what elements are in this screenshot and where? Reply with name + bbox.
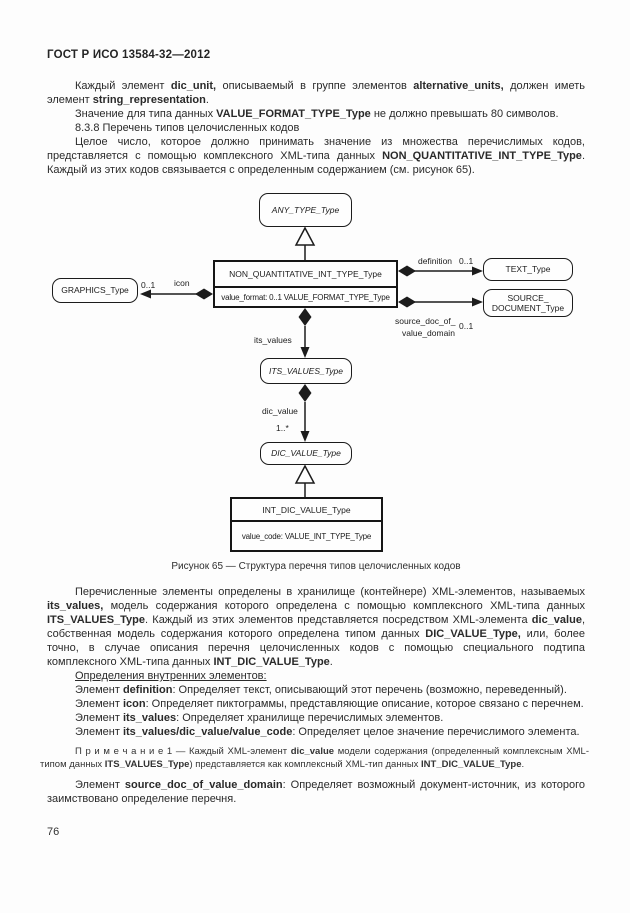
class-title: INT_DIC_VALUE_Type [232, 499, 381, 522]
edge-label-dic-value: dic_value [262, 406, 298, 416]
document-title: ГОСТ Р ИСО 13584-32—2012 [47, 49, 211, 61]
edge-label-source-doc-line1: source_doc_of_ [395, 316, 456, 326]
its-values-diamond [298, 308, 312, 326]
edge-label-dic-value-multiplicity: 1..* [276, 423, 289, 433]
edge-label-definition: definition [418, 256, 453, 266]
edge-label-icon: icon [174, 278, 190, 288]
section-heading-8-3-8: 8.3.8 Перечень типов целочисленных кодов [75, 122, 300, 134]
dic-value-arrowhead [300, 431, 310, 442]
paragraph: Элемент icon: Определяет пиктограммы, пр… [75, 698, 584, 710]
paragraph: Элемент its_values/dic_value/value_code:… [75, 726, 580, 738]
node-text-type: TEXT_Type [483, 258, 573, 281]
paragraph: Перечисленные элементы определены в хран… [47, 586, 585, 668]
node-int-dic-value-type: INT_DIC_VALUE_Type value_code: VALUE_INT… [230, 497, 383, 552]
node-dic-value-type: DIC_VALUE_Type [260, 442, 352, 465]
node-label-line: DOCUMENT_Type [491, 303, 565, 313]
edge-label-its-values: its_values [254, 335, 292, 345]
definitions-heading: Определения внутренних элементов: [75, 670, 267, 682]
class-title: NON_QUANTITATIVE_INT_TYPE_Type [215, 262, 396, 288]
dic-value-diamond [298, 384, 312, 402]
node-source-document-type: SOURCE_ DOCUMENT_Type [483, 289, 573, 317]
definition-arrowhead [472, 266, 483, 276]
paragraph: Элемент definition: Определяет текст, оп… [75, 684, 567, 696]
icon-arrowhead [140, 289, 151, 299]
node-non-quantitative-int-type: NON_QUANTITATIVE_INT_TYPE_Type value_for… [213, 260, 398, 308]
class-attribute: value_code: VALUE_INT_TYPE_Type [241, 531, 372, 541]
definition-diamond [398, 265, 416, 277]
figure-caption: Рисунок 65 — Структура перечня типов цел… [171, 561, 461, 572]
edge-label-source-doc-line2: value_domain [402, 328, 455, 338]
page-number: 76 [47, 826, 60, 838]
class-attribute: value_format: 0..1 VALUE_FORMAT_TYPE_Typ… [221, 292, 390, 302]
icon-diamond [195, 288, 213, 300]
figure-65-diagram: ANY_TYPE_Type NON_QUANTITATIVE_INT_TYPE_… [0, 185, 630, 555]
generalization-triangle-any-type [294, 226, 316, 246]
paragraph: Элемент source_doc_of_value_domain: Опре… [47, 779, 585, 805]
paragraph: Значение для типа данных VALUE_FORMAT_TY… [75, 108, 559, 120]
source-doc-arrowhead [472, 297, 483, 307]
node-any-type: ANY_TYPE_Type [259, 193, 352, 227]
source-doc-diamond [398, 296, 416, 308]
edge-label-source-multiplicity: 0..1 [459, 321, 474, 331]
generalization-triangle-dic-value [294, 464, 316, 484]
node-graphics-type: GRAPHICS_Type [52, 278, 138, 303]
edge-label-icon-multiplicity: 0..1 [141, 280, 156, 290]
its-values-arrowhead [300, 347, 310, 358]
paragraph: Элемент its_values: Определяет хранилище… [75, 712, 444, 724]
note-paragraph: П р и м е ч а н и е 1 — Каждый XML-элеме… [40, 746, 589, 770]
paragraph: Целое число, которое должно принимать зн… [47, 136, 585, 176]
node-label-line: SOURCE_ [507, 292, 549, 303]
edge-label-definition-multiplicity: 0..1 [459, 256, 474, 266]
node-its-values-type: ITS_VALUES_Type [260, 358, 352, 384]
diagram-connectors [140, 226, 483, 497]
paragraph: Каждый элемент dic_unit, описываемый в г… [47, 80, 585, 106]
page-content: ГОСТ Р ИСО 13584-32—2012 Каждый элемент … [0, 49, 630, 805]
